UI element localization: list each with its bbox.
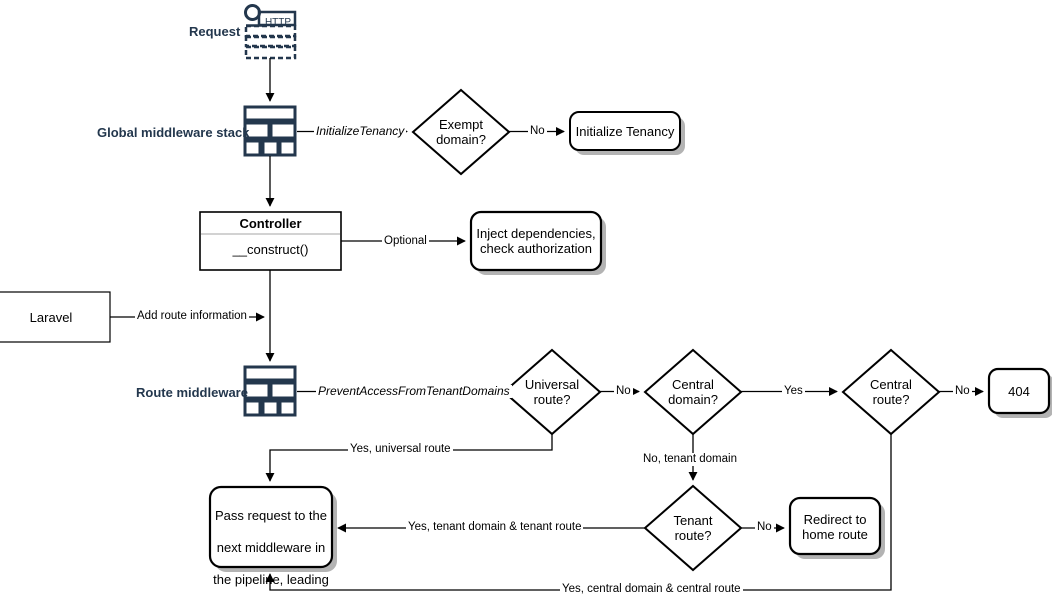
- tenant-route-decision: [643, 484, 743, 572]
- edge-label-laravel-add-route-info: Add route information: [135, 310, 249, 323]
- pass-request-node: [208, 485, 337, 572]
- side-label-route-middleware: Route middleware: [136, 385, 248, 400]
- controller-node: [199, 211, 342, 271]
- laravel-node: [0, 291, 111, 343]
- edge-label-controller-optional: Optional: [382, 235, 429, 248]
- edge-label-prevent-access: PreventAccessFromTenantDomains: [316, 384, 512, 398]
- edge-universal-route-yes: [265, 434, 553, 482]
- edge-label-universal-route-yes: Yes, universal route: [348, 443, 453, 456]
- redirect-home-node: [788, 496, 885, 559]
- not-found-node: [987, 367, 1052, 418]
- central-domain-decision: [643, 348, 743, 436]
- side-label-request: Request: [189, 24, 241, 39]
- edge-label-central-domain-no: No, tenant domain: [641, 453, 739, 466]
- side-label-global-middleware-stack: Global middleware stack: [97, 125, 250, 140]
- edge-label-central-route-no: No: [953, 385, 972, 398]
- edge-label-central-route-yes: Yes, central domain & central route: [560, 583, 743, 596]
- edge-label-exempt-domain-no: No: [528, 125, 547, 138]
- edge-label-tenant-route-yes: Yes, tenant domain & tenant route: [406, 521, 584, 534]
- exempt-domain-decision: [411, 88, 511, 176]
- global-middleware-stack-icon: [243, 105, 297, 157]
- route-middleware-stack-icon: [243, 365, 297, 417]
- http-request-icon: [244, 4, 297, 60]
- edge-label-tenant-route-no: No: [755, 521, 774, 534]
- edge-label-central-domain-yes: Yes: [782, 385, 805, 398]
- universal-route-decision: [502, 348, 602, 436]
- initialize-tenancy-node: [569, 111, 685, 155]
- edge-label-universal-route-no: No: [614, 385, 633, 398]
- edge-label-initialize-tenancy: InitializeTenancy: [314, 124, 407, 138]
- central-route-decision: [841, 348, 941, 436]
- inject-dependencies-node: [469, 210, 606, 275]
